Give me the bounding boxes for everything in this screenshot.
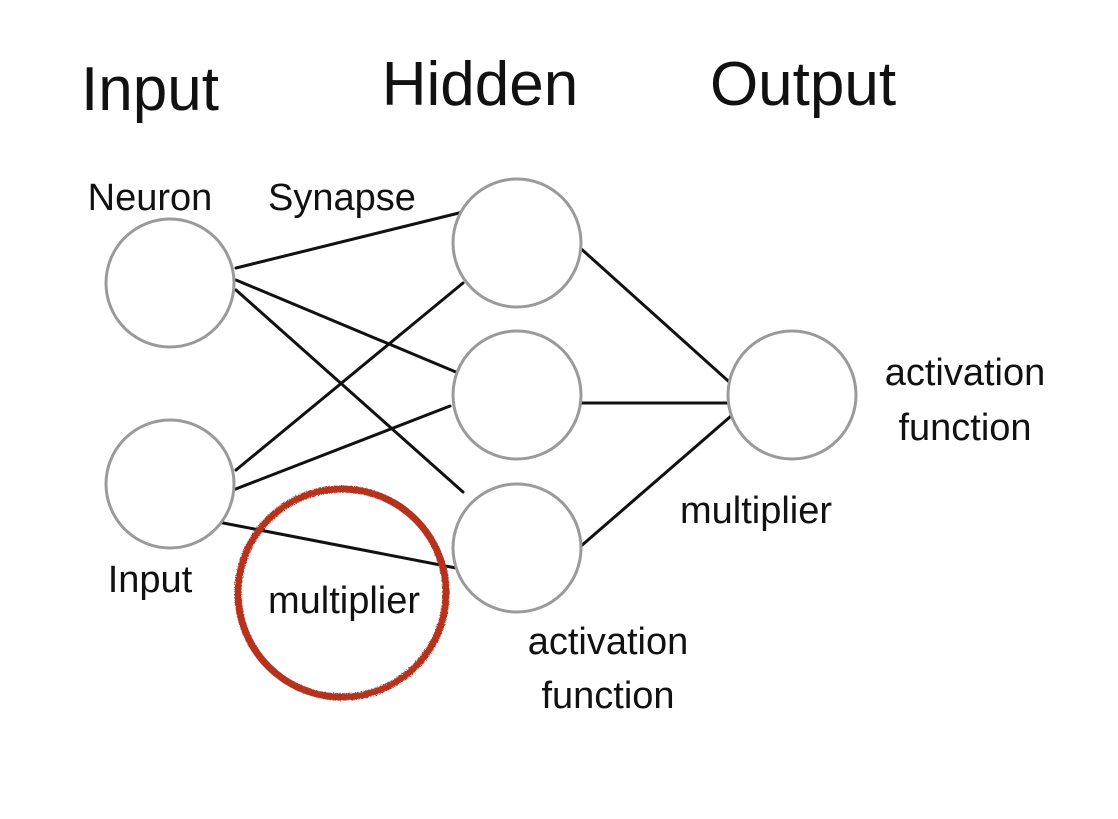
label-output-activation-line2: function xyxy=(898,407,1031,449)
label-output-multiplier: multiplier xyxy=(680,490,832,532)
heading-output: Output xyxy=(710,50,896,119)
neurons xyxy=(104,177,858,614)
input-neuron xyxy=(104,418,236,550)
heading-input: Input xyxy=(81,55,219,124)
hidden-neuron xyxy=(451,177,583,309)
synapse xyxy=(234,288,465,494)
label-synapse: Synapse xyxy=(268,177,416,219)
hidden-neuron xyxy=(451,329,583,461)
input-neuron xyxy=(104,217,236,349)
label-multiplier-circled: multiplier xyxy=(268,580,420,622)
synapse xyxy=(571,408,740,555)
label-input: Input xyxy=(108,559,193,601)
hidden-neuron xyxy=(451,482,583,614)
synapse xyxy=(234,278,465,377)
label-output-activation-line1: activation xyxy=(885,352,1046,394)
synapse xyxy=(234,210,465,270)
label-hidden-activation-line1: activation xyxy=(528,621,689,663)
synapse xyxy=(576,244,738,390)
output-neuron xyxy=(726,329,858,461)
highlight-circle xyxy=(234,485,450,701)
synapse xyxy=(234,281,465,472)
label-neuron: Neuron xyxy=(88,177,213,219)
heading-hidden: Hidden xyxy=(382,50,578,119)
label-hidden-activation-line2: function xyxy=(541,675,674,717)
synapse xyxy=(226,404,452,494)
